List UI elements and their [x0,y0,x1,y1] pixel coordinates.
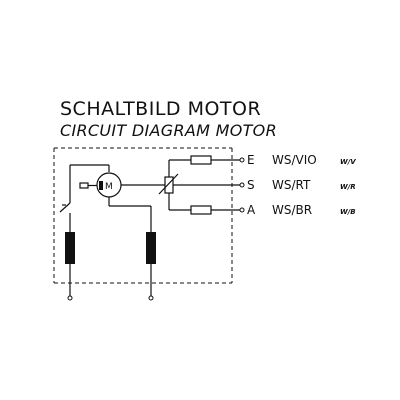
terminal-e-line [169,155,245,165]
motor: M [96,172,122,198]
terminal-code: WS/RT [272,178,311,192]
terminal-letter: E [247,153,255,167]
terminal-a-line [169,205,245,215]
housing-boundary [53,147,233,284]
terminal-letter: A [247,203,256,217]
potentiometer-wiper [158,173,179,195]
terminal-code: WS/BR [272,203,312,217]
motor-icon [96,172,122,198]
brake-contact [79,182,89,189]
terminal-abbr: W/B [340,208,356,216]
terminal-e-point [239,157,245,163]
potentiometer-resistor [164,176,174,194]
coil-left [65,232,75,301]
terminal-label-s: S WS/RT W/R [247,178,356,192]
terminal-label-e: E WS/VIO W/V [247,153,356,167]
coil-right-body [146,232,156,264]
motor-brush [99,181,103,190]
title-english: CIRCUIT DIAGRAM MOTOR [60,121,277,140]
terminal-label-a: A WS/BR W/B [247,203,356,217]
limit-switch [59,165,71,232]
terminal-abbr: W/V [340,158,356,166]
terminal-a-point [239,207,245,213]
coil-left-terminal [67,295,73,301]
resistor-a [190,205,212,215]
motor-wiring [70,164,165,232]
resistor-e [190,155,212,165]
terminal-abbr: W/R [340,183,356,191]
terminal-s-point [239,182,245,188]
coil-right-terminal [148,295,154,301]
motor-symbol: M [105,182,113,192]
terminal-s-line [173,182,245,188]
terminal-code: WS/VIO [272,153,317,167]
title-german: SCHALTBILD MOTOR [60,98,261,120]
coil-right [146,232,156,301]
terminal-letter: S [247,178,255,192]
coil-left-body [65,232,75,264]
